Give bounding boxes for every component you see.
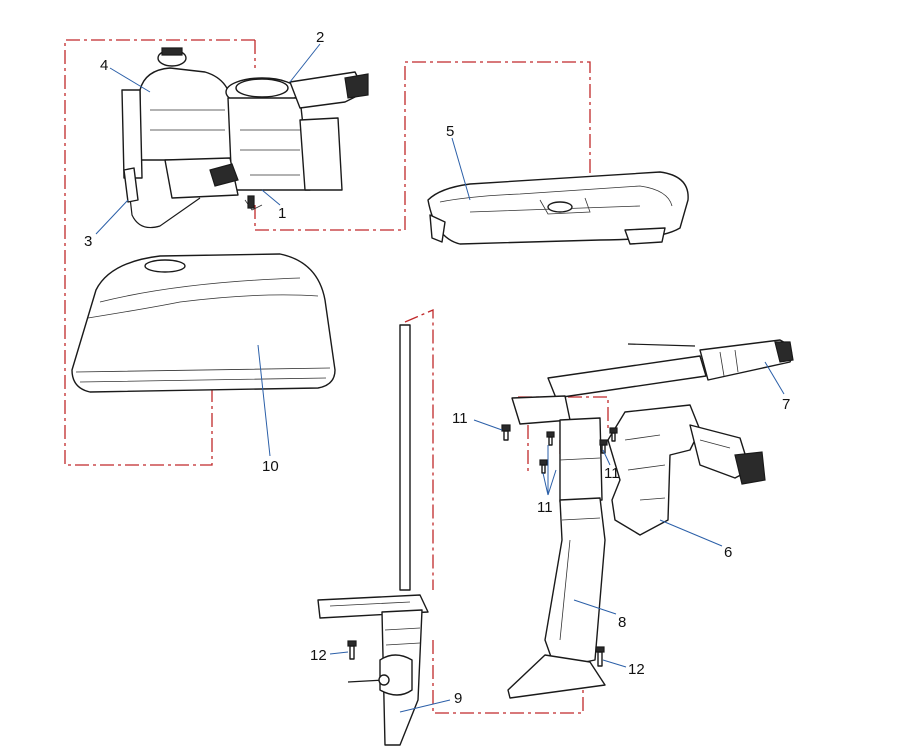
leader-12a — [329, 651, 349, 655]
cowl-vent — [144, 259, 186, 273]
leg-foot — [507, 654, 606, 699]
callout-7: 7 — [782, 396, 790, 413]
leader-4 — [109, 67, 151, 93]
lower-cowl-tray — [427, 171, 689, 245]
guide-engine-to-tray — [254, 40, 591, 231]
fasteners — [347, 424, 618, 667]
guide-driveshaft-to-leg — [404, 309, 584, 714]
callout-12-left: 12 — [310, 647, 327, 664]
gearcase-bullet — [379, 654, 413, 696]
cowl-bottom-lip — [75, 367, 331, 383]
callout-6: 6 — [724, 544, 732, 561]
callout-11-left: 11 — [452, 410, 468, 427]
flywheel-ring — [235, 78, 289, 98]
engine-right-cylinder — [299, 117, 343, 191]
leg-midsection — [507, 395, 606, 699]
leader-11a — [473, 419, 503, 431]
leader-2 — [289, 43, 321, 83]
callout-2: 2 — [316, 29, 324, 46]
leader-12b — [602, 659, 627, 668]
fuel-cap-top — [161, 47, 183, 56]
clamp-pad — [734, 451, 766, 485]
guide-engine-to-cowl — [64, 39, 255, 466]
callout-9: 9 — [454, 690, 462, 707]
callout-3: 3 — [84, 233, 92, 250]
tiller-grip-end — [774, 341, 794, 363]
drive-shaft — [399, 324, 411, 591]
carb-intake — [209, 163, 239, 187]
leg-detail — [559, 457, 601, 641]
throttle-knob — [344, 73, 369, 99]
engine-assembly — [121, 47, 369, 229]
spark-plug-lead — [127, 179, 201, 229]
leg-shaft — [544, 497, 606, 669]
cowl-shell — [71, 253, 336, 393]
throttle-cable — [627, 343, 696, 347]
leader-11b-2 — [542, 472, 549, 496]
bolt-11-right-b — [609, 427, 618, 442]
steering-tube — [559, 417, 603, 503]
callout-11-right: 11 — [604, 465, 620, 482]
callout-labels: 1 2 3 4 5 6 7 8 9 10 11 11 11 12 12 — [84, 29, 790, 707]
leader-11b-3 — [547, 469, 557, 496]
leader-7 — [764, 361, 785, 395]
leader-10 — [257, 344, 271, 457]
engine-body — [227, 97, 311, 191]
leader-lines — [95, 43, 785, 713]
bolt-11-left — [501, 424, 511, 441]
bolt-11-right-a — [599, 439, 608, 454]
callout-1: 1 — [278, 205, 286, 222]
leader-1 — [261, 189, 281, 206]
gearcase-driveshaft — [317, 324, 429, 746]
tray-foot — [624, 227, 666, 245]
leader-9 — [399, 699, 451, 713]
upper-cowl — [71, 253, 336, 393]
bolt-11-center-b — [539, 459, 548, 474]
callout-10: 10 — [262, 458, 279, 475]
tray-boss — [547, 201, 573, 213]
leader-5 — [451, 137, 471, 201]
bracket-frame — [607, 404, 701, 536]
tray-clip — [429, 214, 446, 243]
clamp-bracket — [607, 404, 766, 536]
callout-4: 4 — [100, 57, 108, 74]
fuel-tank — [139, 67, 233, 161]
callout-11-center: 11 — [537, 499, 553, 516]
leader-6 — [659, 519, 723, 547]
cowl-crease — [87, 277, 319, 319]
engine-bolt — [247, 195, 255, 209]
leader-3 — [95, 199, 129, 235]
prop-shaft-nut — [378, 674, 390, 686]
tiller-arm — [547, 355, 707, 399]
leader-11c — [602, 449, 611, 466]
tiller-handle — [547, 339, 794, 399]
callout-5: 5 — [446, 123, 454, 140]
engine-left-frame — [121, 89, 143, 179]
leader-8 — [573, 599, 617, 615]
callout-8: 8 — [618, 614, 626, 631]
callout-12-right: 12 — [628, 661, 645, 678]
grip-rings — [719, 349, 739, 377]
spark-plug-boot — [123, 167, 139, 203]
bracket-detail — [624, 434, 731, 501]
engine-detail-lines — [150, 109, 300, 211]
gearcase-detail — [329, 601, 421, 646]
tray-inner-rim — [439, 185, 673, 207]
bolt-12-left — [347, 640, 357, 660]
bolt-12-right — [595, 646, 605, 667]
bolt-11-center-a — [546, 431, 555, 446]
